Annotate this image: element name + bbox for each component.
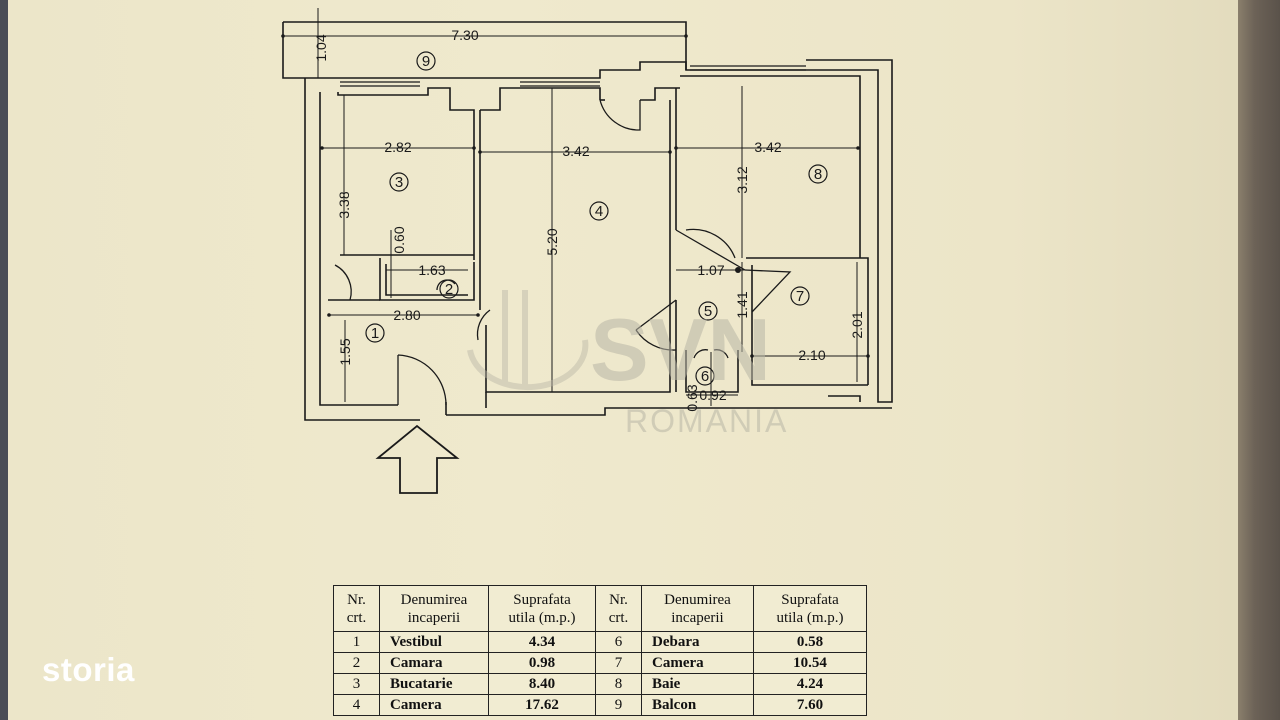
background-right: [1238, 0, 1280, 720]
dim-hall-depth: 1.41: [734, 291, 750, 318]
cell-nr: 7: [595, 652, 642, 674]
watermark-logo-icon: [467, 290, 589, 391]
dimension-ticks: [281, 34, 870, 358]
cell-name: Camara: [379, 652, 489, 674]
cell-area: 10.54: [753, 652, 867, 674]
room-marker-9: 9: [422, 53, 430, 70]
room-marker-3: 3: [395, 174, 403, 191]
windows: [340, 65, 806, 87]
dim-total-width: 7.30: [451, 27, 478, 43]
dim-closet-depth: 0.63: [684, 384, 700, 411]
cell-area: 0.98: [488, 652, 596, 674]
dim-bath-depth: 2.01: [849, 311, 865, 338]
table-row: 4 Camera 17.62 9 Balcon 7.60: [333, 694, 867, 716]
cell-name: Bucatarie: [379, 673, 489, 695]
storia-logo: storia: [42, 651, 135, 688]
cell-name: Balcon: [641, 694, 754, 716]
header-nr: Nr.crt.: [333, 585, 380, 632]
cell-nr: 9: [595, 694, 642, 716]
dim-bedroom-depth: 3.12: [734, 166, 750, 193]
dim-kitchen-depth: 3.38: [336, 191, 352, 218]
dim-kitchen-width: 2.82: [384, 139, 411, 155]
dim-vestibule-width: 2.80: [393, 307, 420, 323]
table-row: 2 Camara 0.98 7 Camera 10.54: [333, 652, 867, 674]
dim-living-depth: 5.20: [544, 228, 560, 255]
dim-pantry-width: 1.63: [418, 262, 445, 278]
room-marker-circle-9: [416, 51, 436, 71]
room-marker-circle-5: [698, 301, 718, 321]
dim-hall-width: 1.07: [697, 262, 724, 278]
room-marker-circle-2: [439, 279, 459, 299]
room-marker-4: 4: [595, 203, 603, 220]
doors: [334, 99, 792, 406]
dim-bedroom-width: 3.42: [754, 139, 781, 155]
cell-name: Baie: [641, 673, 754, 695]
cell-name: Camera: [641, 652, 754, 674]
room-marker-8: 8: [814, 166, 822, 183]
room-marker-5: 5: [704, 303, 712, 320]
table-row: 1 Vestibul 4.34 6 Debara 0.58: [333, 631, 867, 653]
room-marker-circle-6: [695, 366, 715, 386]
watermark-subtitle: ROMANIA: [625, 403, 788, 439]
room-marker-1: 1: [371, 325, 379, 342]
room-marker-circle-4: [589, 201, 609, 221]
cell-nr: 1: [333, 631, 380, 653]
cell-name: Camera: [379, 694, 489, 716]
cell-area: 0.58: [753, 631, 867, 653]
entry-arrow: [375, 424, 460, 494]
dim-closet-width: 0.92: [699, 387, 726, 403]
room-marker-circle-1: [365, 323, 385, 343]
room-marker-circle-7: [790, 286, 810, 306]
cell-area: 8.40: [488, 673, 596, 695]
room-marker-circle-8: [808, 164, 828, 184]
cell-nr: 8: [595, 673, 642, 695]
dim-vestibule-depth: 1.55: [337, 338, 353, 365]
dim-living-width: 3.42: [562, 143, 589, 159]
watermark: SVN ROMANIA: [467, 290, 788, 439]
room-marker-2: 2: [445, 281, 453, 298]
cell-name: Debara: [641, 631, 754, 653]
cell-nr: 6: [595, 631, 642, 653]
dim-pantry-depth: 0.60: [391, 226, 407, 253]
cell-nr: 3: [333, 673, 380, 695]
cell-name: Vestibul: [379, 631, 489, 653]
cell-nr: 2: [333, 652, 380, 674]
inner-walls: [328, 75, 869, 393]
dimension-lines: [283, 8, 868, 406]
room-marker-circle-3: [389, 172, 409, 192]
cell-area: 4.34: [488, 631, 596, 653]
dim-bath-width: 2.10: [798, 347, 825, 363]
cell-area: 4.24: [753, 673, 867, 695]
room-marker-7: 7: [796, 288, 804, 305]
cell-area: 17.62: [488, 694, 596, 716]
cell-nr: 4: [333, 694, 380, 716]
header-nr-right: Nr.crt.: [595, 585, 642, 632]
table-row: 3 Bucatarie 8.40 8 Baie 4.24: [333, 673, 867, 695]
cell-area: 7.60: [753, 694, 867, 716]
room-marker-6: 6: [701, 368, 709, 385]
outer-walls: [304, 59, 893, 421]
balcony-outline: [282, 21, 687, 79]
dim-balcony-depth: 1.04: [313, 34, 329, 61]
watermark-logo: SVN: [590, 300, 771, 399]
